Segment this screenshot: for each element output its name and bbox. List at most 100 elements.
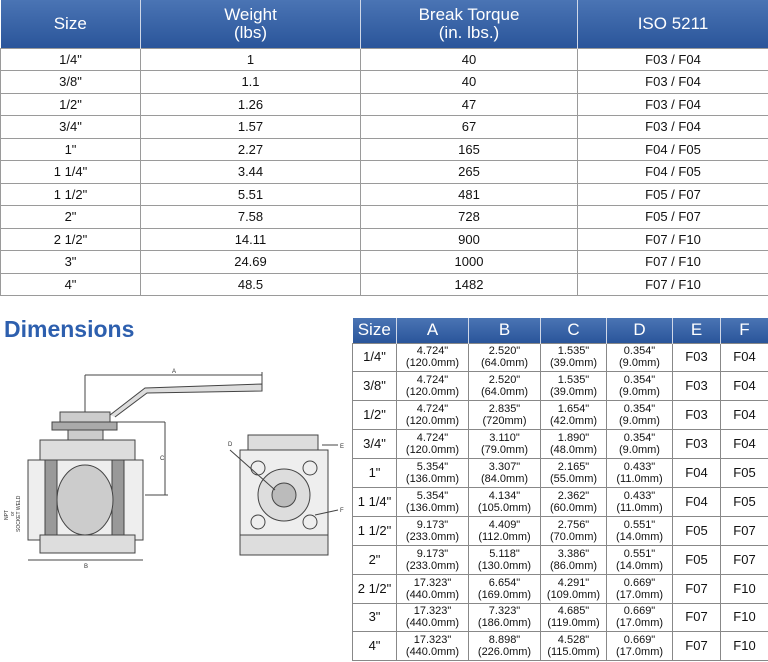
mm-value: (169.0mm) (477, 588, 532, 601)
iso-e-cell: F05 (672, 544, 721, 575)
table-cell: 1" (0, 137, 141, 161)
inch-value: 2.756" (557, 518, 590, 531)
table-cell: F04 / F05 (577, 160, 768, 184)
dimension-cell: 17.323"(440.0mm) (396, 573, 469, 604)
iso-f-cell: F04 (720, 400, 768, 431)
table-cell: 3/4" (0, 115, 141, 139)
inch-value: 4.528" (557, 634, 590, 647)
valve-top-view (229, 434, 339, 556)
iso-f-cell: F04 (720, 342, 768, 373)
iso-e-cell: F03 (672, 400, 721, 431)
dimension-cell: 5.354"(136.0mm) (396, 486, 469, 517)
inch-value: 0.433" (623, 461, 656, 473)
header-unit: (lbs) (233, 22, 268, 42)
table-cell: 4" (0, 272, 141, 296)
column-header: ISO 5211 (577, 0, 768, 48)
table-cell: 1 (140, 47, 361, 71)
column-header: Break Torque(in. lbs.) (360, 0, 578, 48)
table-cell: 40 (360, 70, 578, 94)
mm-value: (120.0mm) (405, 386, 460, 399)
dimension-cell: 2.362"(60.0mm) (540, 486, 607, 517)
table-cell: F03 / F04 (577, 115, 768, 139)
table-cell: 24.69 (140, 250, 361, 274)
dimension-cell: 1.535"(39.0mm) (540, 342, 607, 373)
mm-value: (84.0mm) (480, 473, 529, 485)
dimension-cell: 0.551"(14.0mm) (606, 544, 673, 575)
column-header: Weight(lbs) (140, 0, 361, 48)
dimension-cell: 5.118"(130.0mm) (468, 544, 541, 575)
label-a: A (172, 369, 176, 375)
iso-f-cell: F05 (720, 458, 768, 488)
dimension-cell: 8.898"(226.0mm) (468, 631, 541, 662)
size-cell: 4" (352, 631, 397, 662)
dimension-cell: 1.890"(48.0mm) (540, 429, 607, 460)
table-row: 1 1/4"5.354"(136.0mm)4.134"(105.0mm)2.36… (352, 486, 768, 517)
table-cell: 14.11 (140, 227, 361, 251)
iso-f-cell: F10 (720, 602, 768, 633)
inch-value: 17.323" (413, 605, 452, 618)
size-cell: 1/2" (352, 400, 397, 431)
mm-value: (120.0mm) (405, 415, 460, 428)
inch-value: 9.173" (416, 547, 449, 560)
table-cell: F03 / F04 (577, 70, 768, 94)
table-cell: 1482 (360, 272, 578, 296)
size-cell: 1" (352, 458, 397, 488)
iso-f-cell: F07 (720, 515, 768, 546)
column-header: F (720, 318, 768, 343)
table-cell: 3/8" (0, 70, 141, 94)
mm-value: (11.0mm) (616, 473, 663, 485)
inch-value: 2.835" (488, 403, 521, 416)
inch-value: 8.898" (488, 634, 521, 647)
table-cell: 3" (0, 250, 141, 274)
inch-value: 17.323" (413, 634, 452, 647)
inch-value: 2.520" (488, 345, 521, 358)
mm-value: (64.0mm) (480, 357, 529, 370)
mm-value: (226.0mm) (477, 646, 532, 659)
inch-value: 5.118" (489, 547, 520, 560)
dimension-cell: 0.433"(11.0mm) (606, 458, 673, 488)
dimension-cell: 0.354"(9.0mm) (606, 371, 673, 402)
iso-e-cell: F07 (672, 602, 721, 633)
iso-e-cell: F03 (672, 342, 721, 373)
mm-value: (17.0mm) (615, 617, 664, 630)
table-cell: 5.51 (140, 182, 361, 206)
inch-value: 4.724" (416, 432, 449, 445)
size-cell: 2" (352, 544, 397, 575)
mm-value: (720mm) (482, 415, 527, 428)
inch-value: 4.134" (488, 489, 521, 502)
table-cell: 1.1 (140, 70, 361, 94)
table-row: 3/4"4.724"(120.0mm)3.110"(79.0mm)1.890"(… (352, 429, 768, 460)
iso-f-cell: F10 (720, 631, 768, 662)
dimension-cell: 4.724"(120.0mm) (396, 400, 469, 431)
dimension-cell: 2.835"(720mm) (468, 400, 541, 431)
table-row: 1 1/2"9.173"(233.0mm)4.409"(112.0mm)2.75… (352, 515, 768, 546)
table-cell: F07 / F10 (577, 272, 768, 296)
mm-value: (42.0mm) (549, 415, 598, 428)
iso-f-cell: F05 (720, 486, 768, 517)
table-row: 3/8"4.724"(120.0mm)2.520"(64.0mm)1.535"(… (352, 371, 768, 402)
inch-value: 1.890" (557, 432, 590, 445)
iso-e-cell: F04 (672, 458, 721, 488)
dimension-cell: 1.535"(39.0mm) (540, 371, 607, 402)
inch-value: 0.354" (623, 403, 656, 416)
inch-value: 0.433" (623, 489, 656, 502)
dimension-cell: 4.291"(109.0mm) (540, 573, 607, 604)
dimension-cell: 3.110"(79.0mm) (468, 429, 541, 460)
size-cell: 1 1/4" (352, 486, 397, 517)
header-line: ISO 5211 (637, 13, 709, 33)
column-header: Size (352, 318, 397, 343)
size-cell: 1 1/2" (352, 515, 397, 546)
dimensions-heading: Dimensions (4, 316, 135, 342)
valve-side-view (27, 372, 263, 561)
dimension-cell: 4.685"(119.0mm) (540, 602, 607, 633)
dimension-cell: 4.134"(105.0mm) (468, 486, 541, 517)
inch-value: 3.386" (557, 547, 590, 560)
inch-value: 1.535" (557, 345, 590, 358)
